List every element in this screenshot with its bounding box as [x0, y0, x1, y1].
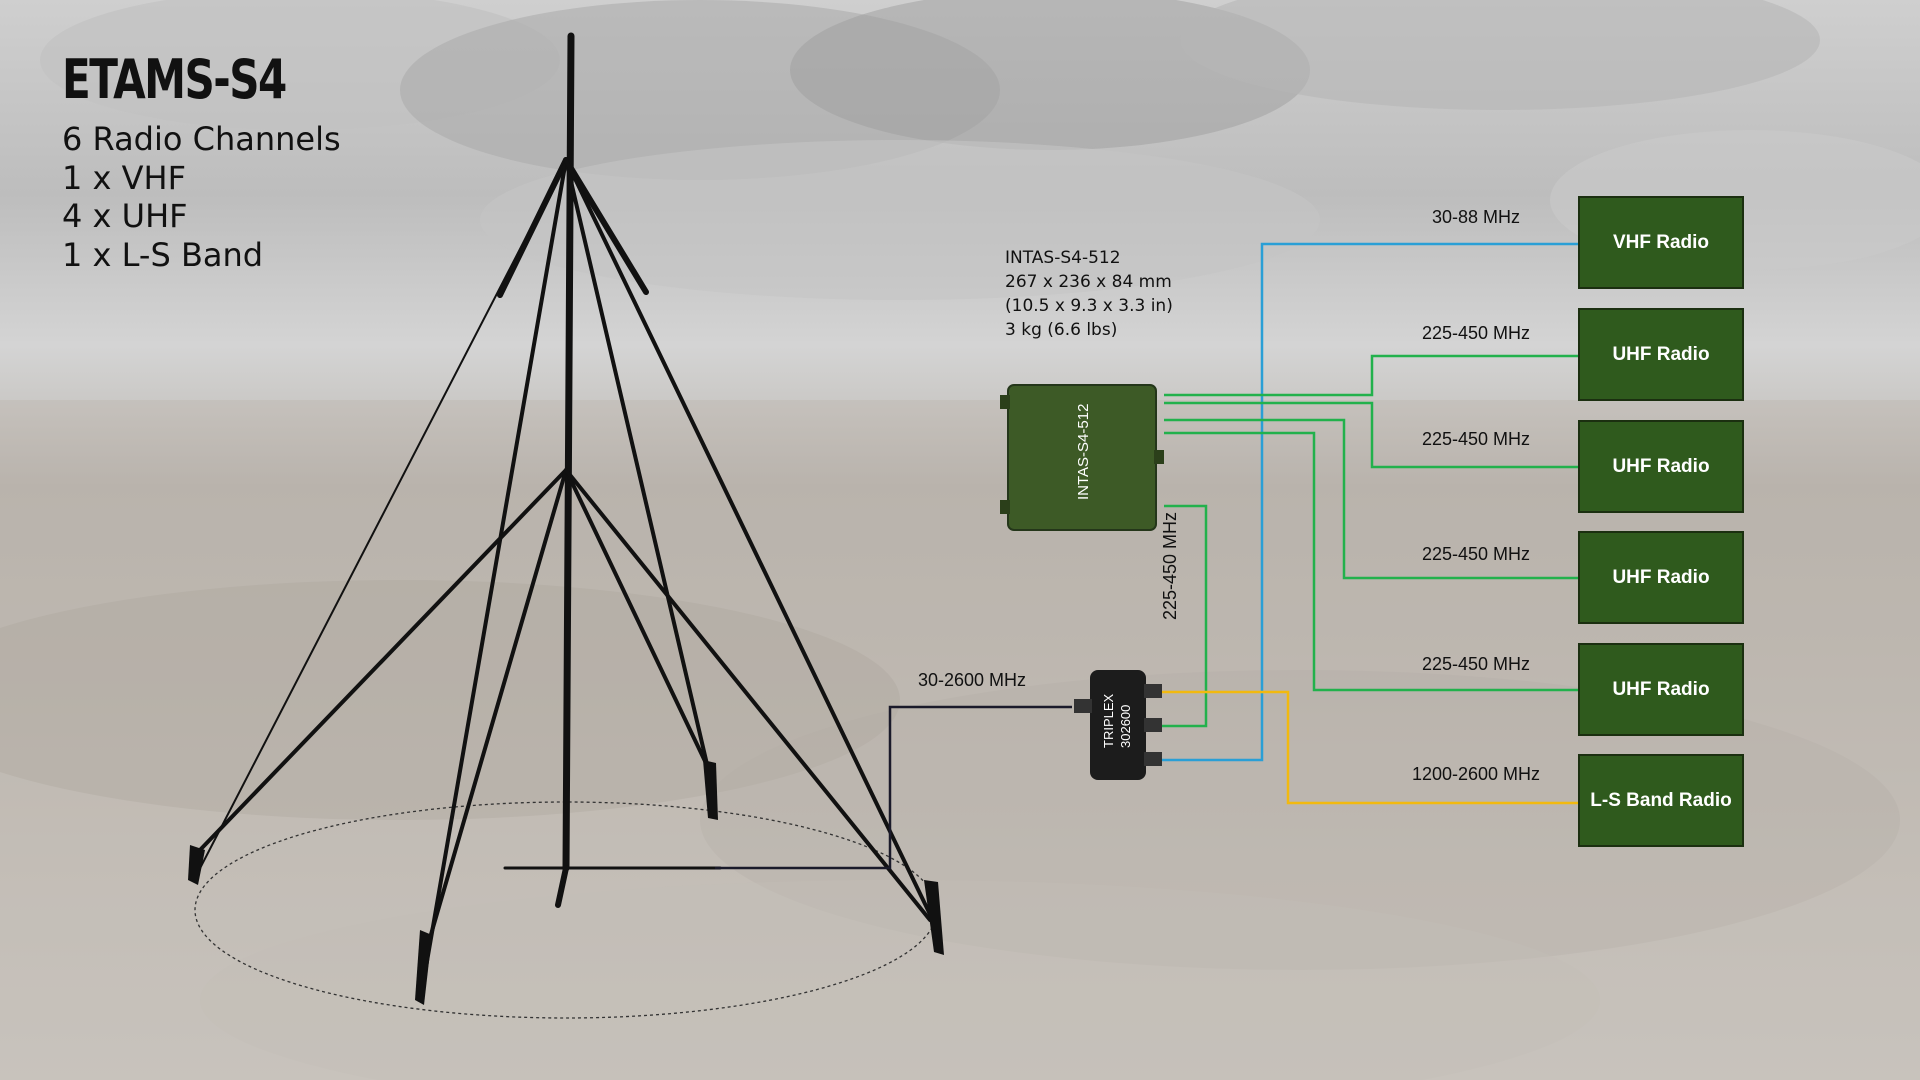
spec-list: 6 Radio Channels 1 x VHF 4 x UHF 1 x L-S… [62, 120, 341, 274]
radio-freq-uhf-1: 225-450 MHz [1421, 323, 1531, 343]
uhf-trunk-cable [1162, 504, 1208, 728]
radio-label-vhf: VHF Radio [1612, 231, 1710, 253]
radio-box-vhf: VHF Radio [1578, 196, 1744, 289]
radio-freq-uhf-2: 225-450 MHz [1421, 429, 1531, 449]
triplex-label-line2: 302600 [1118, 705, 1133, 748]
uhf-cable-4 [1164, 431, 1578, 692]
spec-uhf: 4 x UHF [62, 197, 188, 235]
radio-freq-ls-band: 1200-2600 MHz [1411, 764, 1541, 784]
radio-box-uhf-1: UHF Radio [1578, 308, 1744, 401]
product-title: ETAMS-S4 [62, 48, 287, 111]
radio-freq-uhf-3: 225-450 MHz [1421, 544, 1531, 564]
uhf-trunk-freq: 225-450 MHz [1160, 511, 1180, 620]
intas-unit: INTAS-S4-512 [1000, 384, 1164, 531]
spec-channels: 6 Radio Channels [62, 120, 341, 158]
radio-box-uhf-3: UHF Radio [1578, 531, 1744, 624]
antenna-feed-cable [715, 705, 1072, 870]
uhf-cable-2 [1164, 401, 1578, 469]
vhf-cable [1162, 242, 1578, 762]
triplex-label-line1: TRIPLEX [1101, 693, 1116, 748]
radio-box-uhf-2: UHF Radio [1578, 420, 1744, 513]
unit-dimensions-mm: 267 x 236 x 84 mm [1005, 272, 1172, 292]
uhf-cable-3 [1164, 418, 1578, 580]
unit-info: INTAS-S4-512 267 x 236 x 84 mm (10.5 x 9… [1005, 246, 1173, 342]
ls-band-cable [1162, 690, 1578, 805]
triplexer-unit: TRIPLEX 302600 [1074, 670, 1162, 780]
antenna-feed-freq: 30-2600 MHz [918, 670, 1027, 690]
radio-cables [1162, 242, 1578, 805]
radio-label-uhf-2: UHF Radio [1612, 455, 1710, 477]
radio-freq-uhf-4: 225-450 MHz [1421, 654, 1531, 674]
antenna-mast [194, 32, 942, 992]
radio-freq-vhf: 30-88 MHz [1431, 207, 1521, 227]
spec-vhf: 1 x VHF [62, 158, 186, 197]
radio-label-uhf-3: UHF Radio [1612, 566, 1710, 588]
uhf-cable-1 [1164, 354, 1578, 397]
unit-weight: 3 kg (6.6 lbs) [1005, 320, 1118, 340]
radio-box-uhf-4: UHF Radio [1578, 643, 1744, 736]
radio-label-uhf-4: UHF Radio [1612, 678, 1710, 700]
intas-unit-label: INTAS-S4-512 [1075, 404, 1092, 500]
radio-box-ls-band: L-S Band Radio [1578, 754, 1744, 847]
terrain [0, 400, 1920, 1080]
unit-model: INTAS-S4-512 [1005, 248, 1121, 268]
radio-label-ls-band: L-S Band Radio [1590, 789, 1732, 811]
unit-dimensions-in: (10.5 x 9.3 x 3.3 in) [1005, 296, 1173, 316]
antenna-stakes [188, 760, 944, 1005]
radio-label-uhf-1: UHF Radio [1612, 343, 1710, 365]
spec-ls-band: 1 x L-S Band [62, 235, 264, 274]
